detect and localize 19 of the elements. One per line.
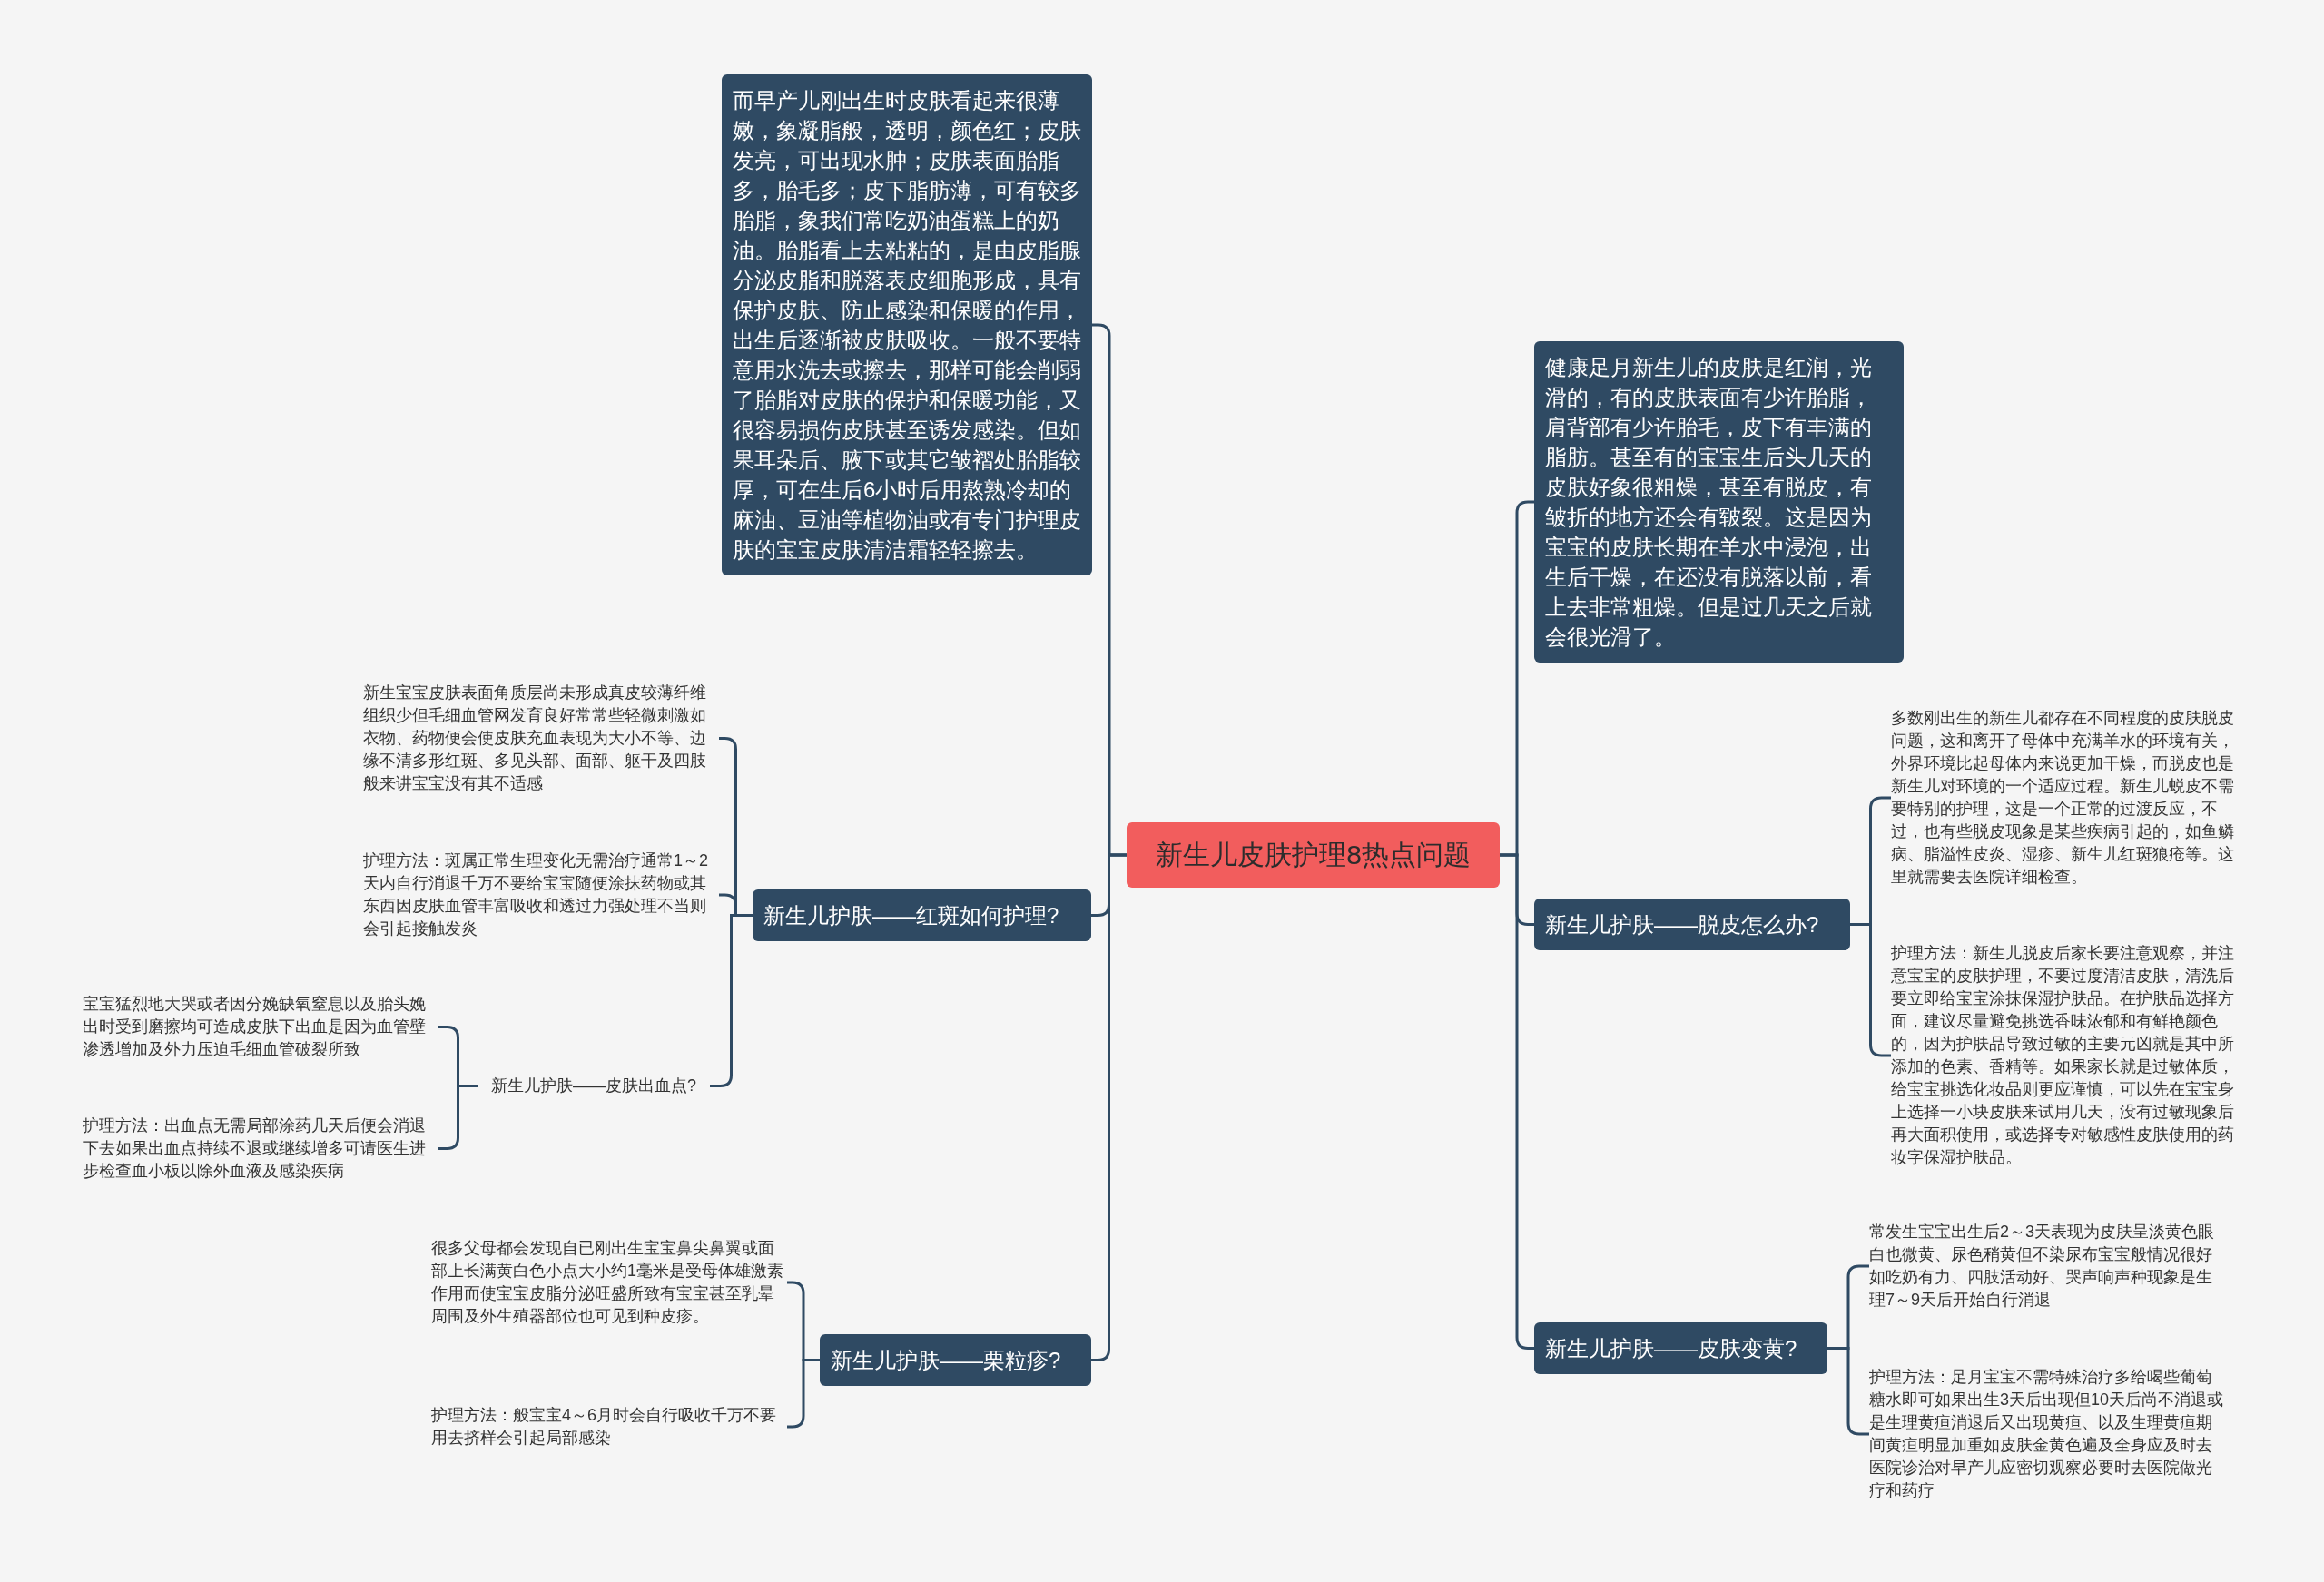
topic-box: 而早产儿刚出生时皮肤看起来很薄嫩，象凝脂般，透明，颜色红；皮肤发亮，可出现水肿；皮肤表面胎脂多，胎毛多；皮下脂肪薄，可有较多胎脂，象我们常吃奶油蛋糕上的奶油。胎脂看上去粘粘的，是由皮脂腺分泌皮脂和脱落表皮细胞形成，具有保护皮肤、防止感染和保暖的作用，出生后逐渐被皮肤吸收。一般不要特意用水洗去或擦去，那样可能会削弱了胎脂对皮肤的保护和保暖功能，又很容易损伤皮肤甚至诱发感染。但如果耳朵后、腋下或其它皱褶处胎脂较厚，可在生后6小时后用熬熟冷却的麻油、豆油等植物油或有专门护理皮肤的宝宝皮肤清洁霜轻轻擦去。 <box>722 74 1092 575</box>
topic-box: 新生儿护肤——脱皮怎么办? <box>1534 899 1850 950</box>
note-text: 多数刚出生的新生儿都存在不同程度的皮肤脱皮问题，这和离开了母体中充满羊水的环境有关，外界环境比起母体内来说更加干燥，而脱皮也是新生儿对环境的一个适应过程。新生儿蜕皮不需要特别的护理，这是一个正常的过渡反应，不过，也有些脱皮现象是某些疾病引起的，如鱼鳞病、脂溢性皮炎、湿疹、新生儿红斑狼疮等。这里就需要去医院详细检查。 <box>1891 707 2247 889</box>
note-text: 护理方法：斑属正常生理变化无需治疗通常1～2天内自行消退千万不要给宝宝随便涂抹药物或其东西因皮肤血管丰富吸收和透过力强处理不当则会引起接触发炎 <box>363 850 719 940</box>
note-text: 新生宝宝皮肤表面角质层尚未形成真皮较薄纤维组织少但毛细血管网发育良好常常些轻微刺激如衣物、药物便会使皮肤充血表现为大小不等、边缘不清多形红斑、多见头部、面部、躯干及四肢般来讲宝宝没有其不适感 <box>363 682 719 795</box>
topic-box: 新生儿护肤——皮肤变黄? <box>1534 1322 1827 1374</box>
note-text: 很多父母都会发现自已刚出生宝宝鼻尖鼻翼或面部上长满黄白色小点大小约1毫米是受母体雄激素作用而使宝宝皮脂分泌旺盛所致有宝宝甚至乳晕周围及外生殖器部位也可见到种皮疹。 <box>431 1237 787 1328</box>
central-topic-box: 新生儿皮肤护理8热点问题 <box>1127 822 1500 888</box>
note-text: 常发生宝宝出生后2～3天表现为皮肤呈淡黄色眼白也微黄、尿色稍黄但不染尿布宝宝般情况很好如吃奶有力、四肢活动好、哭声响声种现象是生理7～9天后开始自行消退 <box>1869 1221 2225 1312</box>
note-text: 护理方法：出血点无需局部涂药几天后便会消退下去如果出血点持续不退或继续增多可请医生进步检查血小板以除外血液及感染疾病 <box>83 1115 438 1183</box>
note-text: 宝宝猛烈地大哭或者因分娩缺氧窒息以及胎头娩出时受到磨擦均可造成皮肤下出血是因为血管壁渗透增加及外力压迫毛细血管破裂所致 <box>83 993 438 1061</box>
note-text: 护理方法：足月宝宝不需特殊治疗多给喝些葡萄糖水即可如果出生3天后出现但10天后尚不消退或是生理黄疸消退后又出现黄疸、以及生理黄疸期间黄疸明显加重如皮肤金黄色遍及全身应及时去医院诊治对早产儿应密切观察必要时去医院做光疗和药疗 <box>1869 1366 2225 1502</box>
topic-box: 新生儿护肤——红斑如何护理? <box>753 889 1091 941</box>
note-text: 护理方法：般宝宝4～6月时会自行吸收千万不要用去挤样会引起局部感染 <box>431 1404 787 1449</box>
note-text: 护理方法：新生儿脱皮后家长要注意观察，并注意宝宝的皮肤护理，不要过度清洁皮肤，清洗后要立即给宝宝涂抹保湿护肤品。在护肤品选择方面，建议尽量避免挑选香味浓郁和有鲜艳颜色的，因为护肤品导致过敏的主要元凶就是其中所添加的色素、香精等。如果家长就是过敏体质，给宝宝挑选化妆品则更应谨慎，可以先在宝宝身上选择一小块皮肤来试用几天，没有过敏现象后再大面积使用，或选择专对敏感性皮肤使用的药妆字保湿护肤品。 <box>1891 942 2247 1169</box>
topic-box: 新生儿护肤——栗粒疹? <box>820 1334 1091 1386</box>
subtopic-text: 新生儿护肤——皮肤出血点? <box>478 1075 710 1097</box>
topic-box: 健康足月新生儿的皮肤是红润，光滑的，有的皮肤表面有少许胎脂，肩背部有少许胎毛，皮下有丰满的脂肪。甚至有的宝宝生后头几天的皮肤好象很粗燥，甚至有脱皮，有皱折的地方还会有皲裂。这是因为宝宝的皮肤长期在羊水中浸泡，出生后干燥，在还没有脱落以前，看上去非常粗燥。但是过几天之后就会很光滑了。 <box>1534 341 1904 663</box>
connector-line <box>1091 853 1127 1361</box>
